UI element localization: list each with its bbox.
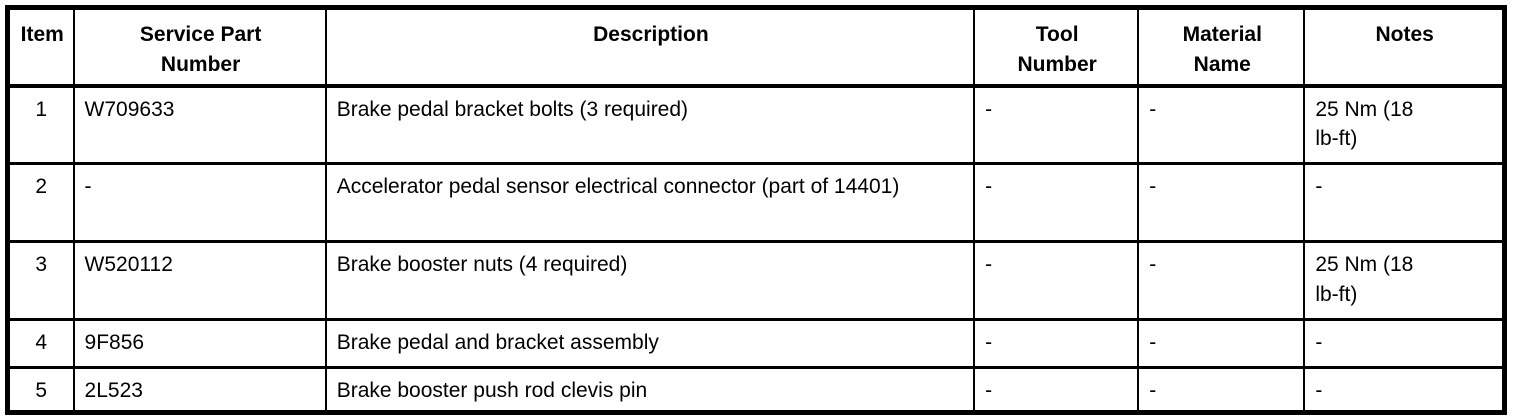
description-text: Accelerator pedal sensor electrical conn… [336, 175, 900, 199]
column-header-material-name: Material Name [1137, 6, 1306, 88]
header-row: Item Service Part Number Description Too… [6, 6, 1506, 88]
column-header-tool-number: Tool Number [973, 6, 1140, 88]
cell-description: Brake booster nuts (4 required) [324, 240, 976, 322]
item-number: 4 [35, 331, 48, 355]
service-part-number: W520112 [84, 253, 173, 277]
item-number: 2 [35, 175, 48, 199]
material-name: - [1149, 97, 1157, 121]
tool-number: - [985, 97, 993, 121]
description-text: Brake booster nuts (4 required) [336, 253, 628, 277]
cell-tool-number: - [973, 240, 1140, 322]
cell-notes: - [1303, 162, 1506, 244]
cell-tool-number: - [973, 366, 1140, 414]
notes-text: - [1315, 379, 1323, 403]
cell-service-part-number: 9F856 [72, 318, 327, 370]
notes-text: 25 Nm (18 lb-ft) [1315, 253, 1414, 306]
column-header-label: Notes [1375, 23, 1434, 46]
cell-material-name: - [1137, 240, 1306, 322]
cell-tool-number: - [973, 162, 1140, 244]
notes-text: 25 Nm (18 lb-ft) [1315, 97, 1414, 151]
cell-material-name: - [1137, 318, 1306, 370]
cell-description: Brake pedal bracket bolts (3 required) [324, 84, 976, 166]
material-name: - [1149, 253, 1157, 277]
tool-number: - [985, 379, 993, 403]
cell-service-part-number: W709633 [72, 84, 327, 166]
cell-material-name: - [1137, 162, 1306, 244]
cell-notes: - [1303, 318, 1506, 370]
cell-notes: - [1303, 366, 1506, 414]
tool-number: - [985, 331, 993, 355]
column-header-label: Tool Number [1017, 23, 1097, 76]
cell-item: 2 [6, 162, 75, 244]
material-name: - [1149, 331, 1157, 355]
description-text: Brake booster push rod clevis pin [336, 379, 648, 403]
description-text: Brake pedal bracket bolts (3 required) [336, 97, 689, 121]
table-row: 5 2L523 Brake booster push rod clevis pi… [6, 366, 1506, 414]
cell-material-name: - [1137, 366, 1306, 414]
cell-service-part-number: W520112 [72, 240, 327, 322]
cell-item: 1 [6, 84, 75, 166]
column-header-notes: Notes [1303, 6, 1506, 88]
item-number: 1 [35, 97, 48, 121]
cell-service-part-number: - [72, 162, 327, 244]
notes-text: - [1315, 331, 1323, 355]
parts-table: Item Service Part Number Description Too… [5, 5, 1507, 415]
cell-tool-number: - [973, 84, 1140, 166]
table-row: 3 W520112 Brake booster nuts (4 required… [6, 240, 1506, 322]
material-name: - [1149, 379, 1157, 403]
material-name: - [1149, 175, 1157, 199]
table-row: 4 9F856 Brake pedal and bracket assembly… [6, 318, 1506, 370]
table-row: 1 W709633 Brake pedal bracket bolts (3 r… [6, 84, 1506, 166]
item-number: 3 [35, 253, 48, 277]
table-row: 2 - Accelerator pedal sensor electrical … [6, 162, 1506, 244]
column-header-description: Description [324, 6, 976, 88]
cell-service-part-number: 2L523 [72, 366, 327, 414]
cell-material-name: - [1137, 84, 1306, 166]
service-part-number: 2L523 [84, 379, 143, 403]
description-text: Brake pedal and bracket assembly [336, 331, 659, 355]
cell-tool-number: - [973, 318, 1140, 370]
service-part-number: - [84, 175, 92, 199]
cell-notes: 25 Nm (18 lb-ft) [1303, 240, 1506, 322]
cell-item: 4 [6, 318, 75, 370]
column-header-label: Service Part Number [139, 23, 262, 76]
cell-description: Accelerator pedal sensor electrical conn… [324, 162, 976, 244]
service-part-number: W709633 [84, 97, 175, 121]
item-number: 5 [35, 379, 48, 403]
column-header-service-part-number: Service Part Number [72, 6, 327, 88]
cell-item: 3 [6, 240, 75, 322]
cell-description: Brake pedal and bracket assembly [324, 318, 976, 370]
tool-number: - [985, 253, 993, 277]
cell-item: 5 [6, 366, 75, 414]
tool-number: - [985, 175, 993, 199]
notes-text: - [1315, 175, 1323, 199]
column-header-item: Item [6, 6, 75, 88]
cell-description: Brake booster push rod clevis pin [324, 366, 976, 414]
column-header-label: Material Name [1182, 23, 1262, 76]
cell-notes: 25 Nm (18 lb-ft) [1303, 84, 1506, 166]
column-header-label: Item [20, 23, 64, 46]
column-header-label: Description [593, 23, 709, 46]
service-part-number: 9F856 [84, 331, 145, 355]
